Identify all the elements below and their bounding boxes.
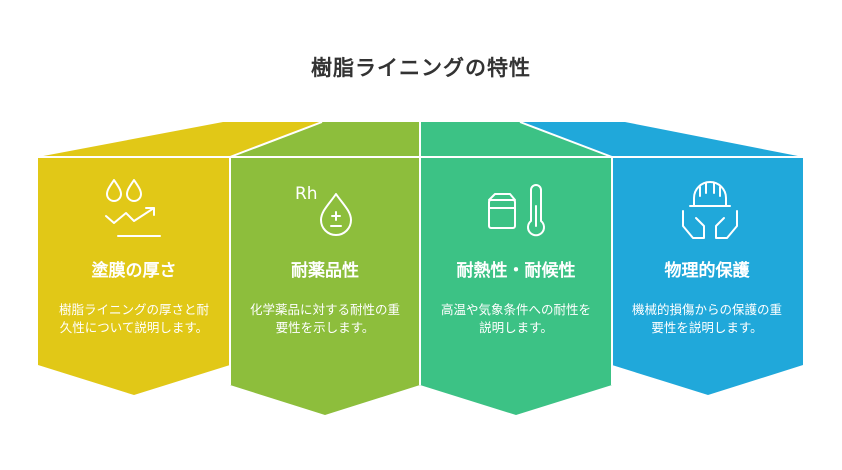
hardhat-hands-icon [682,181,738,239]
panel-heat: 耐熱性・耐候性 高温や気象条件への耐性を説明します。 [441,256,591,337]
panel-thickness: 塗膜の厚さ 樹脂ライニングの厚さと耐久性について説明します。 [59,256,209,337]
water-drops-trend-icon [105,179,161,237]
panel-desc-heat: 高温や気象条件への耐性を説明します。 [441,302,592,335]
panel-protection: 物理的保護 機械的損傷からの保護の重要性を説明します。 [632,256,782,337]
panel-title-heat: 耐熱性・耐候性 [456,261,576,281]
panel-desc-thickness: 樹脂ライニングの厚さと耐久性について説明します。 [59,302,210,335]
panel-bg-chemical [230,157,420,415]
panel-title-thickness: 塗膜の厚さ [91,261,177,281]
top-sheet-teal [420,122,612,157]
panel-desc-protection: 機械的損傷からの保護の重要性を説明します。 [632,302,783,335]
top-sheet-green [230,122,420,157]
box-thermometer-icon [488,184,545,237]
panel-bg-protection [612,157,803,395]
panel-title-protection: 物理的保護 [664,261,750,281]
panel-bg-thickness [38,157,230,395]
panel-title-chemical: 耐薬品性 [291,261,359,281]
chemical-symbol-text: Rh [295,184,318,204]
panel-desc-chemical: 化学薬品に対する耐性の重要性を示します。 [250,302,401,335]
chemical-drop-icon [320,193,352,236]
panel-chemical: 耐薬品性 化学薬品に対する耐性の重要性を示します。 [250,256,400,337]
panel-bg-heat [420,157,612,415]
diagram-title: 樹脂ライニングの特性 [311,56,531,80]
